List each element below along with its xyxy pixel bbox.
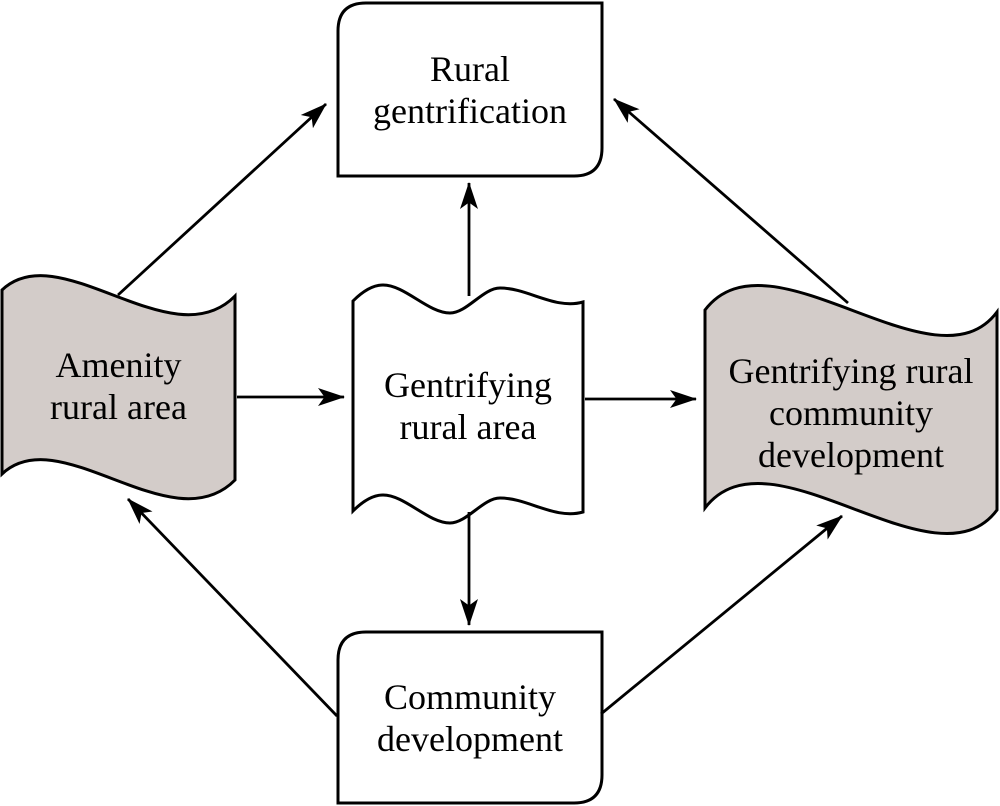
edge-community-development-to-community-dev-flag (600, 514, 843, 716)
node-rural-gentrification (336, 1, 604, 178)
node-amenity-rural-area (0, 274, 237, 501)
edge-community-development-to-amenity (126, 498, 339, 717)
edge-community-dev-flag-to-rural-gentrification (613, 97, 849, 305)
node-gentrifying-rural-area (351, 283, 585, 525)
node-community-development (336, 630, 604, 805)
node-gentrifying-rural-community-development (703, 284, 999, 535)
edge-amenity-to-rural-gentrification (117, 102, 327, 297)
